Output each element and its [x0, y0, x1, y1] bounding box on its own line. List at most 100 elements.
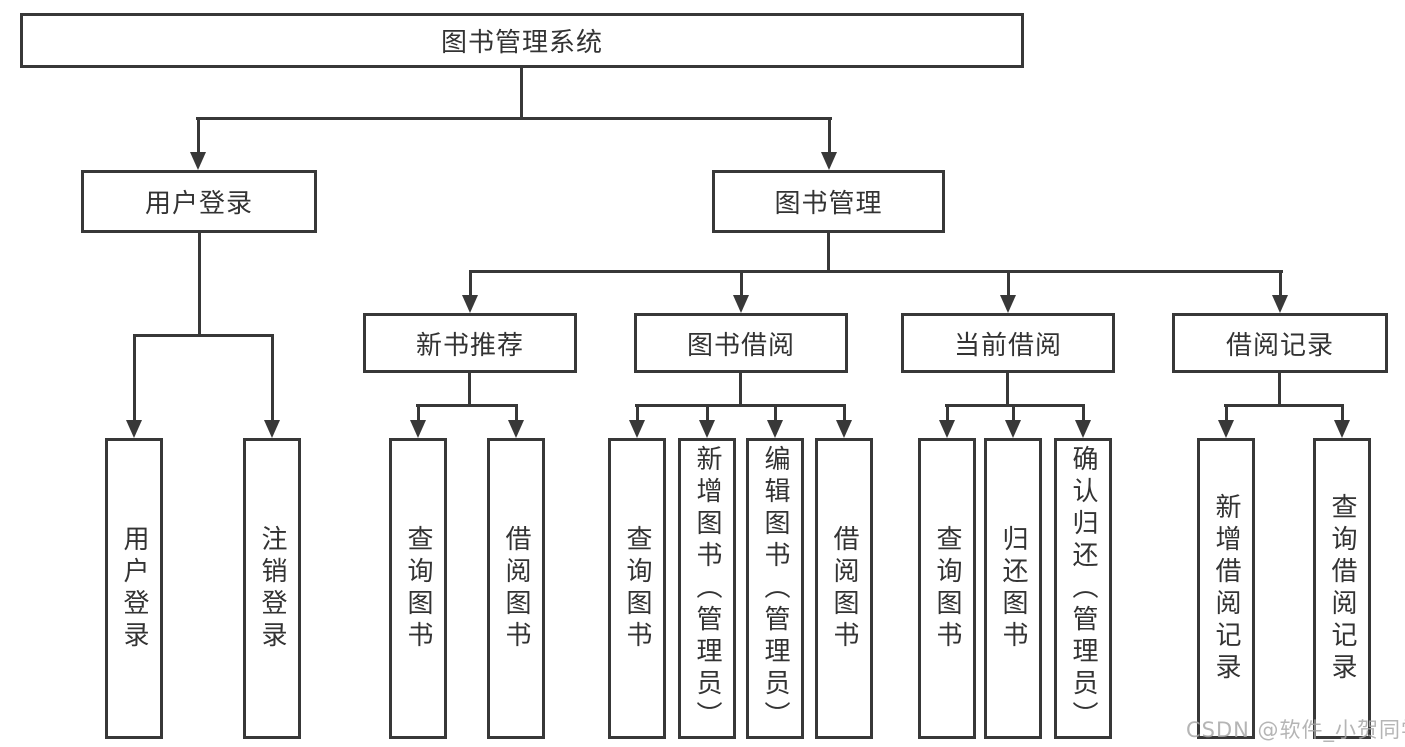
connector-new-book-recommend-stem: [468, 373, 471, 406]
leaf-logout-login: 注销登录: [243, 438, 301, 739]
arrow-to-book-management: [821, 118, 837, 170]
arrow-to-cb-confirm-return: [1075, 404, 1091, 438]
arrow-head-icon: [821, 152, 837, 170]
arrow-to-cb-return-books: [1005, 404, 1021, 438]
leaf-bb-edit-books-admin: 编辑图书（管理员）: [746, 438, 804, 739]
arrow-stem: [1081, 404, 1085, 422]
leaf-cb-return-books: 归还图书: [984, 438, 1042, 739]
leaf-label: 编辑图书（管理员）: [760, 444, 790, 733]
arrow-to-bb-borrow-books: [836, 404, 852, 438]
connector-level3-rail: [469, 270, 1283, 273]
leaf-user-login: 用户登录: [105, 438, 163, 739]
arrow-head-icon: [836, 420, 852, 438]
arrow-to-bb-query-books: [629, 404, 645, 438]
arrow-head-icon: [410, 420, 426, 438]
arrow-head-icon: [462, 295, 478, 313]
connector-new-book-recommend-rail: [416, 404, 518, 407]
arrow-to-leaf-logout: [264, 334, 280, 438]
arrow-head-icon: [1075, 420, 1091, 438]
connector-borrow-records-rail: [1224, 404, 1344, 407]
leaf-label: 查询图书: [622, 524, 652, 653]
leaf-br-add-record: 新增借阅记录: [1197, 438, 1255, 739]
arrow-stem: [1011, 404, 1015, 422]
node-label: 用户登录: [144, 189, 253, 219]
arrow-head-icon: [1005, 420, 1021, 438]
node-new-book-recommend: 新书推荐: [363, 313, 577, 373]
arrow-head-icon: [1272, 295, 1288, 313]
leaf-label: 用户登录: [119, 524, 149, 653]
connector-book-management-stem: [827, 233, 830, 273]
leaf-cb-query-books: 查询图书: [918, 438, 976, 739]
arrow-stem: [416, 404, 420, 422]
leaf-label: 查询借阅记录: [1327, 492, 1357, 685]
leaf-bb-query-books: 查询图书: [608, 438, 666, 739]
connector-level2-rail: [196, 117, 832, 120]
node-label: 借阅记录: [1225, 330, 1334, 361]
connector-user-login-rail: [133, 334, 274, 337]
arrow-head-icon: [264, 420, 280, 438]
node-label: 当前借阅: [953, 330, 1062, 361]
node-book-borrow: 图书借阅: [634, 313, 848, 373]
arrow-head-icon: [1334, 420, 1350, 438]
node-library-management-system: 图书管理系统: [20, 13, 1024, 68]
arrow-head-icon: [1000, 295, 1016, 313]
arrow-to-new-book-recommend: [462, 270, 478, 313]
arrow-to-book-borrow: [733, 270, 749, 313]
arrow-stem: [270, 334, 274, 422]
connector-book-borrow-stem: [739, 373, 742, 406]
arrow-stem: [945, 404, 949, 422]
connector-root-stem: [520, 68, 523, 120]
node-user-login: 用户登录: [81, 170, 317, 233]
leaf-bb-add-books-admin: 新增图书（管理员）: [678, 438, 736, 739]
leaf-br-query-record: 查询借阅记录: [1313, 438, 1371, 739]
arrow-stem: [514, 404, 518, 422]
node-label: 图书借阅: [686, 330, 795, 361]
leaf-rec-borrow-books: 借阅图书: [487, 438, 545, 739]
arrow-head-icon: [629, 420, 645, 438]
arrow-stem: [635, 404, 639, 422]
connector-book-borrow-rail: [635, 404, 846, 407]
node-label: 图书管理系统: [440, 28, 603, 58]
arrow-to-cb-query-books: [939, 404, 955, 438]
arrow-head-icon: [508, 420, 524, 438]
arrow-to-borrow-records: [1272, 270, 1288, 313]
node-label: 新书推荐: [415, 330, 524, 361]
leaf-label: 注销登录: [257, 524, 287, 653]
leaf-label: 新增借阅记录: [1211, 492, 1241, 685]
arrow-stem: [739, 270, 743, 297]
arrow-stem: [468, 270, 472, 297]
arrow-stem: [705, 404, 709, 422]
leaf-label: 查询图书: [403, 524, 433, 653]
arrow-to-br-add-record: [1218, 404, 1234, 438]
leaf-label: 借阅图书: [829, 524, 859, 653]
connector-current-borrow-rail: [945, 404, 1085, 407]
arrow-to-user-login: [190, 118, 206, 170]
leaf-label: 查询图书: [932, 524, 962, 653]
arrow-to-rec-borrow-books: [508, 404, 524, 438]
leaf-label: 确认归还（管理员）: [1068, 444, 1098, 733]
leaf-rec-query-books: 查询图书: [389, 438, 447, 739]
arrow-stem: [1340, 404, 1344, 422]
arrow-head-icon: [939, 420, 955, 438]
leaf-label: 借阅图书: [501, 524, 531, 653]
arrow-stem: [1278, 270, 1282, 297]
node-book-management: 图书管理: [712, 170, 945, 233]
arrow-stem: [1224, 404, 1228, 422]
arrow-stem: [1006, 270, 1010, 297]
node-borrow-records: 借阅记录: [1172, 313, 1388, 373]
arrow-stem: [827, 118, 831, 154]
arrow-stem: [132, 334, 136, 422]
arrow-to-bb-add-books: [699, 404, 715, 438]
connector-borrow-records-stem: [1278, 373, 1281, 406]
node-current-borrow: 当前借阅: [901, 313, 1115, 373]
connector-user-login-stem: [198, 233, 201, 336]
csdn-watermark: CSDN @软件_小贺同学: [1186, 718, 1405, 742]
arrow-to-current-borrow: [1000, 270, 1016, 313]
arrow-to-bb-edit-books: [767, 404, 783, 438]
arrow-head-icon: [699, 420, 715, 438]
arrow-to-br-query-record: [1334, 404, 1350, 438]
arrow-head-icon: [767, 420, 783, 438]
node-label: 图书管理: [774, 189, 883, 219]
leaf-label: 新增图书（管理员）: [692, 444, 722, 733]
